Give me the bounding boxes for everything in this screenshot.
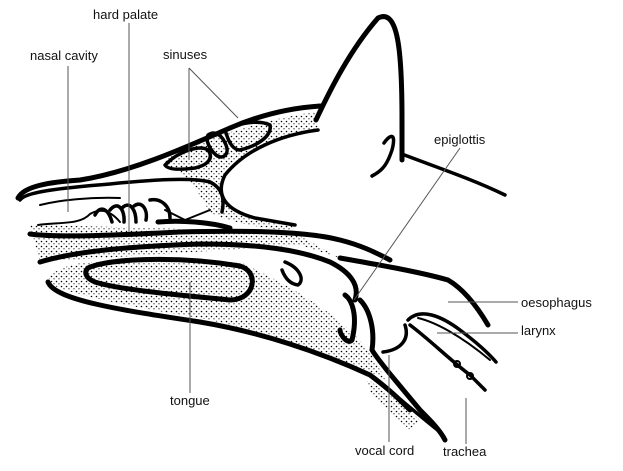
tongue-outline — [83, 256, 255, 303]
leader-lines — [67, 23, 518, 444]
epiglottis-shape — [337, 292, 357, 344]
label-epiglottis: epiglottis — [434, 132, 486, 147]
snout-top-outline — [15, 103, 323, 201]
trachea-ring-1 — [453, 360, 461, 368]
larynx-inner — [417, 317, 491, 361]
label-oesophagus: oesophagus — [521, 295, 592, 310]
neck-top-outline — [400, 152, 507, 197]
trachea-outline — [408, 323, 487, 392]
ear-inner-fold — [370, 134, 396, 178]
label-larynx: larynx — [521, 323, 556, 338]
tongue-back-fold — [280, 260, 303, 287]
hard-palate-bar — [155, 218, 233, 231]
turbinates — [93, 197, 172, 224]
label-trachea: trachea — [443, 444, 487, 459]
label-vocal-cord: vocal cord — [355, 443, 415, 458]
nasal-floor — [37, 209, 121, 226]
label-nasal-cavity: nasal cavity — [30, 48, 98, 63]
sinus-chamber-3 — [223, 120, 272, 152]
nasal-cavity-line — [39, 196, 121, 206]
label-tongue: tongue — [170, 393, 210, 408]
sinus-chamber-2 — [205, 131, 229, 159]
vocal-fold — [381, 323, 408, 354]
label-sinuses: sinuses — [163, 47, 208, 62]
oesophagus-outline — [337, 255, 491, 328]
label-hard-palate: hard palate — [93, 7, 159, 22]
larynx-outline — [406, 312, 498, 364]
lower-jaw-top — [37, 241, 359, 303]
throat-lining — [373, 376, 442, 434]
cranial-cavity — [219, 128, 320, 227]
palate-line — [164, 209, 211, 221]
upper-jaw-bottom — [27, 228, 393, 263]
trachea-ring-2 — [466, 372, 474, 380]
ear-outline — [313, 14, 405, 163]
